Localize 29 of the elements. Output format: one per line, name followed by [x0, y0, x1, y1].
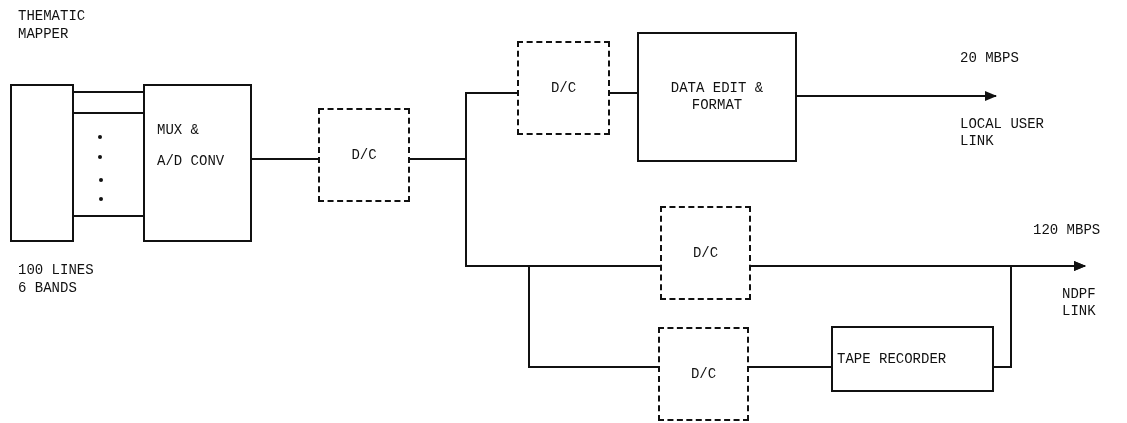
- box-label: A/D CONV: [157, 152, 225, 170]
- text-label: NDPF LINK: [1062, 267, 1112, 320]
- dashed-box: [658, 327, 749, 421]
- process-box: [637, 32, 797, 162]
- box-label: D/C: [550, 79, 577, 97]
- box-label: D/C: [692, 244, 719, 262]
- sensor-box: [10, 84, 74, 242]
- connector-line: [73, 112, 144, 114]
- connector-line: [251, 158, 319, 160]
- arrow: [993, 261, 1086, 368]
- dashed-box: [517, 41, 610, 135]
- process-box: [831, 326, 994, 392]
- box-label: MUX &: [157, 122, 199, 139]
- connector-line: [748, 366, 832, 368]
- dashed-box: [318, 108, 410, 202]
- process-box: [143, 84, 252, 242]
- connector-line: [409, 158, 659, 368]
- text-label: 100 LINES 6 BANDS: [18, 262, 95, 297]
- box-label: D/C: [351, 146, 377, 164]
- dashed-box: [660, 206, 751, 300]
- text-label: THEMATIC MAPPER: [18, 8, 87, 43]
- connector-line: [73, 91, 144, 93]
- connector-line: [609, 92, 638, 94]
- text-label: LOCAL USER LINK: [960, 97, 1060, 150]
- box-label: TAPE RECORDER: [837, 350, 947, 368]
- connector-line: [73, 215, 144, 217]
- box-label: DATA EDIT & FORMAT: [669, 80, 765, 114]
- arrow: [796, 91, 997, 101]
- box-label: D/C: [690, 365, 717, 383]
